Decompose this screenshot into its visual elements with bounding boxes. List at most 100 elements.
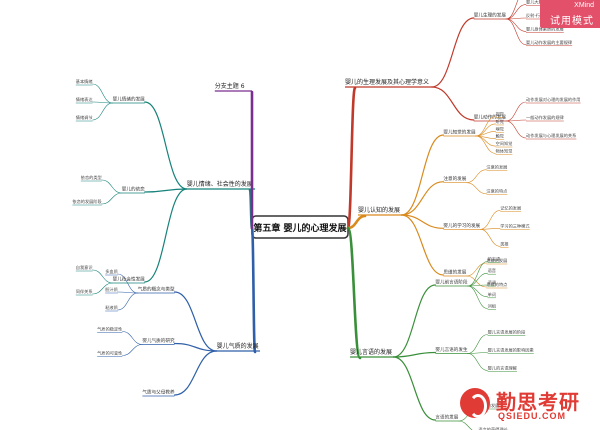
subtopic-connector xyxy=(431,86,475,121)
subtopic-label: 气质的概念与类型 xyxy=(138,286,175,293)
subtopic-connector xyxy=(431,17,475,88)
leaf-label: 视觉 xyxy=(496,111,504,118)
subtopic-connector xyxy=(400,134,444,216)
leaf-connector xyxy=(505,120,527,139)
subtopic-connector xyxy=(174,342,218,352)
leaf-connector xyxy=(467,261,488,287)
brand-url: QSIEDU.COM xyxy=(498,411,567,421)
subtopic-connector xyxy=(144,101,188,190)
leaf-connector xyxy=(467,334,488,354)
subtopic-connector xyxy=(392,356,436,421)
leaf-label: 嗅觉 xyxy=(496,125,504,132)
leaf-connector xyxy=(467,285,488,309)
branch-label-b5: 婴儿情绪、社会性的发展 xyxy=(187,180,253,188)
leaf-label: 胆汁质 xyxy=(105,286,118,293)
leaf-label: 依恋的发展阶段 xyxy=(72,198,102,205)
leaf-connector xyxy=(92,102,113,121)
subtopic-connector xyxy=(400,181,444,216)
leaf-label: 词组 xyxy=(488,303,496,309)
leaf-connector xyxy=(505,119,527,122)
subtopic-label: 思维的发展 xyxy=(443,269,466,276)
leaf-label: 婴儿大脑机能 xyxy=(526,0,552,6)
leaf-label: 自我意识 xyxy=(76,264,93,271)
brand-watermark: 勤思考研 QSIEDU.COM xyxy=(460,386,594,426)
leaf-label: 婴儿言语发展的阶段 xyxy=(488,329,527,336)
leaf-label: 情绪调节 xyxy=(76,114,93,121)
leaf-connector xyxy=(505,18,527,32)
leaf-label: 触觉 xyxy=(496,133,504,140)
leaf-label: 动作发展与心理发展的关系 xyxy=(526,132,576,139)
subtopic-connector xyxy=(144,188,188,193)
subtopic-label: 气质与父母教养 xyxy=(142,389,175,396)
xmind-trial-badge: XMind 试用模式 xyxy=(540,0,600,28)
leaf-label: 反射-行为模式 xyxy=(526,12,553,19)
leaf-connector xyxy=(467,353,488,371)
leaf-label: 气质的稳定性 xyxy=(97,326,122,333)
subtopic-connector xyxy=(174,291,218,352)
leaf-connector xyxy=(505,101,527,122)
leaf-label: 婴儿动作发展的主要规律 xyxy=(526,39,572,46)
leaf-label: 听觉 xyxy=(496,118,504,125)
leaf-label: 记忆的发展 xyxy=(500,204,522,211)
leaf-label: 注意的特点 xyxy=(486,188,507,195)
branch-connector xyxy=(250,226,257,354)
leaf-label: 多血质 xyxy=(105,268,118,275)
subtopic-connector xyxy=(400,214,444,276)
branch-connector xyxy=(346,214,367,230)
leaf-label: 动作发展对心理的发展的作用 xyxy=(526,96,580,103)
branch-connector xyxy=(346,226,362,360)
subtopic-label: 婴儿的学习的发展 xyxy=(443,222,480,229)
branch-label-b2: 婴儿认知的发展 xyxy=(358,206,400,214)
branch-label-b3: 婴儿言语的发展 xyxy=(350,348,392,356)
leaf-label: 物体知觉 xyxy=(496,147,513,154)
xmind-badge-mode: 试用模式 xyxy=(550,16,594,27)
branch-label-b4: 婴儿气质的发展 xyxy=(217,342,259,350)
leaf-connector xyxy=(479,229,501,247)
leaf-connector xyxy=(505,17,527,20)
leaf-connector xyxy=(505,4,527,20)
leaf-label: 婴儿的言语理解 xyxy=(488,365,517,372)
subtopic-connector xyxy=(144,188,188,283)
leaf-label: 依恋的类型 xyxy=(81,174,102,181)
branch-label-b6: 分支主题 6 xyxy=(215,82,245,90)
leaf-connector xyxy=(467,272,488,287)
leaf-label: 基本情绪 xyxy=(76,78,93,85)
subtopic-label: 婴儿言语的发生 xyxy=(435,346,468,353)
center-topic: 第五章 婴儿的心理发展 xyxy=(253,222,346,234)
leaf-connector xyxy=(467,352,488,354)
leaf-connector xyxy=(122,344,143,356)
leaf-connector xyxy=(117,291,139,294)
leaf-connector xyxy=(466,275,487,288)
subtopic-label: 婴儿生理的发展 xyxy=(474,12,507,19)
leaf-connector xyxy=(92,101,113,104)
leaf-connector xyxy=(117,273,139,294)
leaf-connector xyxy=(458,420,473,430)
leaf-label: 婴儿身体素质的发展 xyxy=(526,25,565,32)
branch-connector xyxy=(346,86,357,230)
leaf-connector xyxy=(101,192,123,205)
leaf-label: 气质的可变性 xyxy=(97,350,122,357)
leaf-connector xyxy=(467,285,488,298)
subtopic-label: 婴儿气质的研究 xyxy=(142,337,175,344)
leaf-label: 同伴关系 xyxy=(76,288,93,295)
leaf-connector xyxy=(122,331,143,345)
subtopic-connector xyxy=(174,350,218,396)
leaf-label: 粘液质 xyxy=(105,304,118,311)
subtopic-label: 婴儿情绪的发展 xyxy=(113,96,146,103)
subtopic-connector xyxy=(392,351,436,358)
subtopic-label: 注意的发展 xyxy=(443,175,466,182)
leaf-connector xyxy=(92,83,113,104)
subtopic-label: 言语的发展 xyxy=(435,414,458,421)
branch-label-b1: 婴儿的生理发展及其心理学意义 xyxy=(345,78,429,86)
subtopic-connector xyxy=(400,214,444,229)
leaf-label: 注意的发展 xyxy=(486,164,508,171)
leaf-label: 语言的获得理论 xyxy=(478,426,508,430)
subtopic-label: 婴儿社会性发展 xyxy=(113,276,146,283)
xmind-badge-title: XMind xyxy=(574,2,594,9)
leaf-connector xyxy=(101,179,123,194)
leaf-connector xyxy=(505,0,519,20)
leaf-connector xyxy=(466,169,487,183)
leaf-label: 学习的三种模式 xyxy=(500,222,530,229)
leaf-connector xyxy=(505,18,527,46)
leaf-label: 前言语 xyxy=(488,255,501,262)
